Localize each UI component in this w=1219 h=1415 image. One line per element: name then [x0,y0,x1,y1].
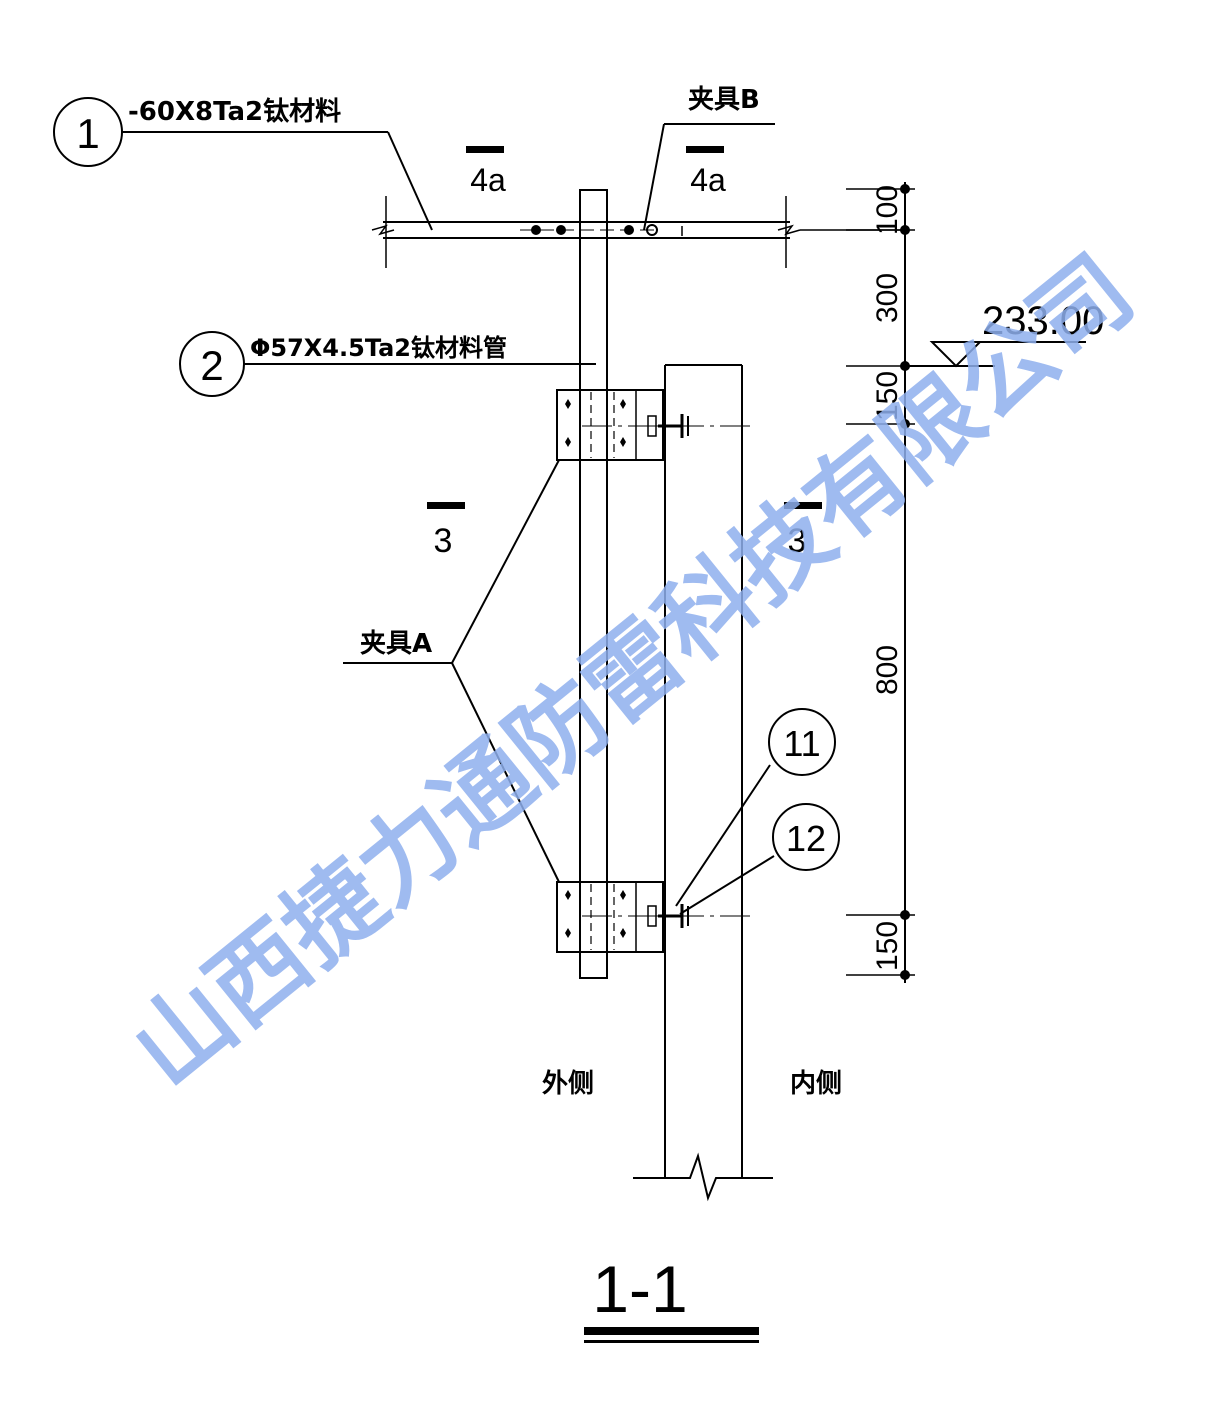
section-mark-3-right: 3 [784,502,822,560]
callout-11-number: 11 [783,723,820,764]
view-title: 1-1 [592,1252,687,1326]
inner-side-label: 内侧 [790,1069,842,1099]
callout-11: 11 [768,708,836,776]
flat-bar [371,196,905,268]
callout-2: 2 [179,331,245,397]
clamp-a-bottom-bolts [565,890,626,938]
clamp-a-top-bolts [565,399,626,447]
dimension-300: 300 [871,273,904,323]
dimension-150-bottom: 150 [871,921,904,971]
section-mark-4a-left: 4a [466,146,506,198]
section-mark-4a-right: 4a [686,146,726,198]
dimension-ticks [900,184,910,980]
callout-1-text: -60X8Ta2钛材料 [128,97,341,127]
clamp-a-label: 夹具A [360,629,432,659]
callout-12: 12 [772,803,840,871]
dimension-150-top: 150 [871,371,904,421]
callout-1-number: 1 [76,110,99,157]
section-mark-4a-right-text: 4a [690,162,726,198]
callout-12-number: 12 [786,818,826,859]
section-mark-4a-left-text: 4a [470,162,506,198]
section-mark-3-left: 3 [427,502,465,560]
callout-2-number: 2 [200,342,223,389]
leader-lines [122,123,775,915]
wall-column [633,364,773,1202]
elevation-value: 233.00 [982,299,1104,343]
section-mark-3-left-text: 3 [434,522,453,560]
clamp-a-bottom [556,881,755,953]
clamp-a-top [556,389,755,461]
section-mark-3-right-text: 3 [788,522,807,560]
bolt-markers-top [531,224,658,236]
callout-2-text: Φ57X4.5Ta2钛材料管 [250,334,507,362]
clamp-b-label: 夹具B [688,85,760,115]
dimension-100: 100 [871,185,904,235]
vertical-pipe [579,189,608,979]
outer-side-label: 外侧 [542,1069,594,1099]
callout-1: 1 [53,97,123,167]
view-title-underline [584,1327,759,1343]
elevation-mark [908,341,1086,368]
dimension-800: 800 [871,645,904,695]
